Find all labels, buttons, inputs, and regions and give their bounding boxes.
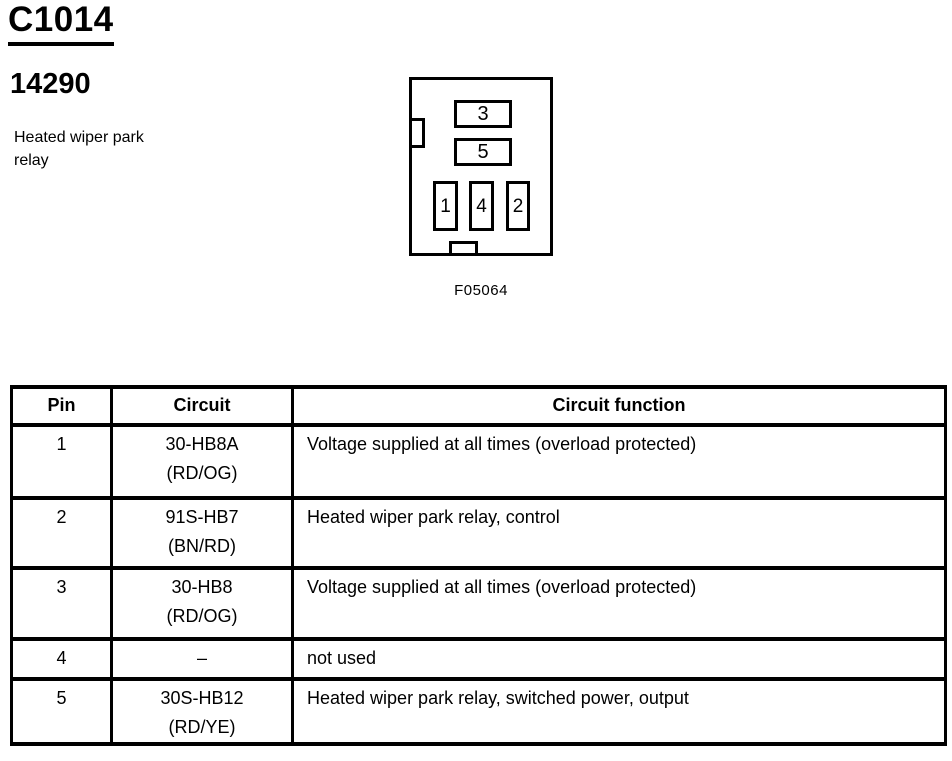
circuit-color: (BN/RD) <box>168 536 236 556</box>
slot-3-label: 3 <box>477 103 489 125</box>
header-circuit: Circuit <box>110 385 294 427</box>
connector-slot-3: 3 <box>454 100 512 128</box>
circuit-number: 30-HB8A <box>165 434 239 454</box>
pin-cell: 5 <box>10 677 113 746</box>
part-description: Heated wiper park relay <box>14 129 144 169</box>
function-cell: Voltage supplied at all times (overload … <box>291 423 947 500</box>
pin-cell: 3 <box>10 566 113 641</box>
circuit-cell: – <box>110 637 294 681</box>
part-number: 14290 <box>10 68 91 100</box>
connector-slot-4: 4 <box>469 181 494 231</box>
function-cell: not used <box>291 637 947 681</box>
pin-cell: 2 <box>10 496 113 570</box>
connector-slot-5: 5 <box>454 138 512 166</box>
table-header-row: Pin Circuit Circuit function <box>10 385 947 427</box>
pinout-table: Pin Circuit Circuit function 1 30-HB8A (… <box>10 385 947 746</box>
circuit-cell: 30S-HB12 (RD/YE) <box>110 677 294 746</box>
circuit-number: – <box>196 648 207 668</box>
function-cell: Heated wiper park relay, switched power,… <box>291 677 947 746</box>
circuit-color: (RD/OG) <box>166 606 238 626</box>
slot-2-label: 2 <box>512 195 524 217</box>
left-keying-tab <box>412 118 425 148</box>
function-cell: Heated wiper park relay, control <box>291 496 947 570</box>
connector-id-title: C1014 <box>8 2 114 46</box>
connector-diagram: 3 5 1 4 2 F05064 <box>409 77 553 299</box>
pin-cell: 1 <box>10 423 113 500</box>
table-row: 2 91S-HB7 (BN/RD) Heated wiper park rela… <box>10 496 947 570</box>
connector-outline: 3 5 1 4 2 <box>409 77 553 256</box>
header-circuit-function: Circuit function <box>291 385 947 427</box>
connector-slot-2: 2 <box>506 181 530 231</box>
table-row: 4 – not used <box>10 637 947 681</box>
circuit-cell: 91S-HB7 (BN/RD) <box>110 496 294 570</box>
pin-cell: 4 <box>10 637 113 681</box>
table-row: 3 30-HB8 (RD/OG) Voltage supplied at all… <box>10 566 947 641</box>
table-row: 1 30-HB8A (RD/OG) Voltage supplied at al… <box>10 423 947 500</box>
function-cell: Voltage supplied at all times (overload … <box>291 566 947 641</box>
circuit-color: (RD/YE) <box>168 717 236 737</box>
slot-1-label: 1 <box>440 195 451 217</box>
slot-5-label: 5 <box>477 141 489 163</box>
header-pin: Pin <box>10 385 113 427</box>
figure-caption: F05064 <box>454 282 508 299</box>
table-row: 5 30S-HB12 (RD/YE) Heated wiper park rel… <box>10 677 947 746</box>
circuit-cell: 30-HB8A (RD/OG) <box>110 423 294 500</box>
circuit-number: 91S-HB7 <box>165 507 239 527</box>
circuit-number: 30-HB8 <box>171 577 233 597</box>
bottom-keying-tab <box>449 241 478 253</box>
circuit-color: (RD/OG) <box>166 463 238 483</box>
slot-4-label: 4 <box>476 195 487 217</box>
circuit-cell: 30-HB8 (RD/OG) <box>110 566 294 641</box>
connector-slot-1: 1 <box>433 181 458 231</box>
circuit-number: 30S-HB12 <box>160 688 244 708</box>
